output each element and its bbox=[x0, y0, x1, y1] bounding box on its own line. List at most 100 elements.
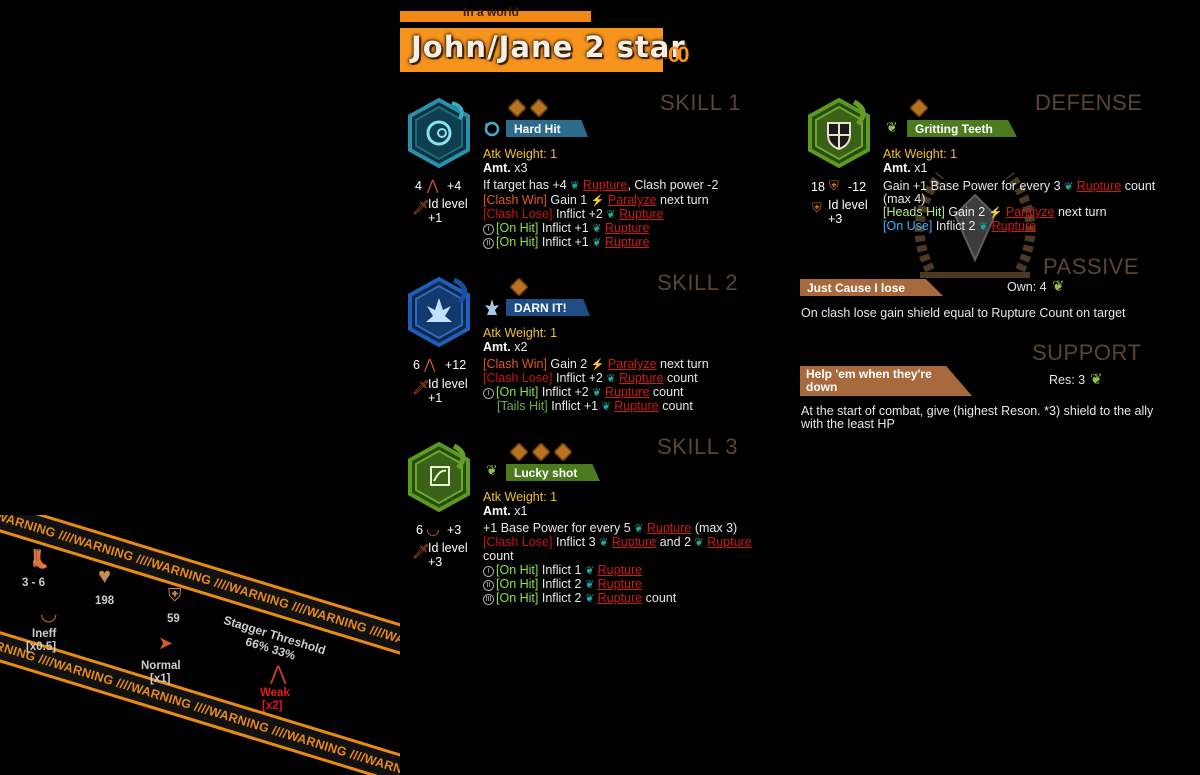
rupture-link[interactable]: Rupture bbox=[707, 535, 752, 549]
section-passive: PASSIVE bbox=[1043, 254, 1140, 279]
defense-icon[interactable] bbox=[804, 97, 874, 169]
skill2-base: 6 bbox=[413, 358, 420, 372]
amt-label: Amt. bbox=[883, 161, 911, 175]
sloth-affinity-icon: ❦ bbox=[1090, 371, 1103, 388]
slash-icon: ◡ bbox=[426, 521, 440, 538]
sword-icon: 🗡 bbox=[412, 543, 430, 559]
skill1-line2: [Clash Win] Gain 1 ⚡ Paralyze next turn bbox=[483, 193, 709, 208]
passive-name[interactable]: Just Cause I lose bbox=[800, 279, 943, 296]
text: +1 Base Power for every 5 bbox=[483, 521, 631, 535]
support-req: Res: 3 bbox=[1049, 373, 1086, 387]
rupture-link[interactable]: Rupture bbox=[582, 178, 628, 192]
amt-label: Amt. bbox=[483, 504, 511, 518]
sword-icon: 🗡 bbox=[412, 199, 430, 215]
warning-panel: WARNING ////WARNING ////WARNING ////WARN… bbox=[0, 515, 400, 775]
id-level-label: Id level bbox=[428, 541, 468, 555]
text: Inflict +1 bbox=[551, 399, 599, 413]
sloth-affinity-icon: ❦ bbox=[486, 462, 498, 478]
paralyze-link[interactable]: Paralyze bbox=[607, 357, 657, 371]
text: Gain 1 bbox=[550, 193, 588, 207]
rupture-link[interactable]: Rupture bbox=[597, 591, 643, 605]
coin-icon bbox=[507, 98, 527, 118]
rupture-icon: ❦ bbox=[606, 209, 616, 221]
defense-amt: Amt. x1 bbox=[883, 161, 927, 175]
section-skill1: SKILL 1 bbox=[660, 90, 741, 115]
skill2-line4: [Tails Hit] Inflict +1 ❦ Rupture count bbox=[497, 399, 693, 414]
skill1-line4: I[On Hit] Inflict +1 ❦ Rupture bbox=[483, 221, 649, 236]
skill2-name[interactable]: DARN IT! bbox=[506, 299, 590, 316]
rupture-link[interactable]: Rupture bbox=[597, 577, 643, 591]
skill2-coins bbox=[509, 277, 530, 297]
text: count bbox=[662, 399, 693, 413]
rupture-link[interactable]: Rupture bbox=[604, 385, 650, 399]
text: If target has +4 bbox=[483, 178, 567, 192]
text: Inflict +2 bbox=[555, 371, 603, 385]
skill3-atk-weight: Atk Weight: 1 bbox=[483, 490, 558, 504]
tails-hit-tag: [Tails Hit] bbox=[497, 399, 548, 413]
gloom-affinity-icon bbox=[485, 299, 499, 315]
guard-icon: ⛨ bbox=[812, 200, 822, 215]
coin-number-icon: II bbox=[483, 238, 494, 249]
rupture-link[interactable]: Rupture bbox=[646, 521, 692, 535]
text: count bbox=[667, 371, 698, 385]
clash-lose-tag: [Clash Lose] bbox=[483, 207, 553, 221]
on-hit-tag: [On Hit] bbox=[496, 591, 539, 605]
on-hit-tag: [On Hit] bbox=[496, 221, 539, 235]
laurel-emblem bbox=[914, 171, 1036, 278]
coin-number-icon: I bbox=[483, 224, 494, 235]
support-name-bar[interactable]: Help 'em when they're down bbox=[800, 366, 972, 396]
clash-lose-tag: [Clash Lose] bbox=[483, 371, 553, 385]
skill1-name[interactable]: Hard Hit bbox=[506, 120, 588, 137]
coin-icon bbox=[509, 442, 529, 462]
text: Gain 2 bbox=[550, 357, 588, 371]
blunt-res-label: Weak bbox=[260, 687, 290, 699]
passive-desc: On clash lose gain shield equal to Ruptu… bbox=[801, 306, 1126, 320]
rupture-link[interactable]: Rupture bbox=[614, 399, 659, 413]
amt-label: Amt. bbox=[483, 161, 511, 175]
amt-value: x1 bbox=[514, 504, 528, 518]
skill1-amt: Amt. x3 bbox=[483, 161, 527, 175]
defense-atk-weight: Atk Weight: 1 bbox=[883, 147, 958, 161]
rupture-link[interactable]: Rupture bbox=[991, 219, 1037, 233]
skill1-icon[interactable] bbox=[404, 97, 474, 169]
text: Inflict +2 bbox=[555, 207, 603, 221]
rupture-link[interactable]: Rupture bbox=[1076, 179, 1122, 193]
skill3-name[interactable]: Lucky shot bbox=[506, 464, 600, 481]
support-desc-line2: with the least HP bbox=[801, 417, 895, 431]
support-name-line2: down bbox=[806, 380, 838, 394]
section-defense: DEFENSE bbox=[1035, 90, 1143, 115]
defense-coins bbox=[909, 98, 930, 118]
skill2-coin-power: +12 bbox=[445, 358, 467, 372]
amt-value: x1 bbox=[914, 161, 928, 175]
blunt-icon: ⋀ bbox=[424, 356, 436, 372]
coin-number-icon: I bbox=[483, 388, 494, 399]
defense-name[interactable]: Gritting Teeth bbox=[907, 120, 1017, 137]
text: Inflict 1 bbox=[541, 563, 582, 577]
rupture-icon: ❦ bbox=[584, 565, 595, 577]
rupture-link[interactable]: Rupture bbox=[604, 221, 650, 235]
rupture-link[interactable]: Rupture bbox=[619, 371, 664, 385]
skill2-icon[interactable] bbox=[404, 276, 474, 348]
speed-value: 3 - 6 bbox=[22, 577, 46, 589]
hp-heart-icon: ♥ bbox=[98, 563, 112, 588]
id-level-value: +1 bbox=[428, 211, 443, 225]
rupture-link[interactable]: Rupture bbox=[597, 563, 643, 577]
clash-win-tag: [Clash Win] bbox=[483, 357, 547, 371]
rupture-link[interactable]: Rupture bbox=[619, 207, 664, 221]
sloth-affinity-icon: ❦ bbox=[1052, 278, 1065, 295]
paralyze-link[interactable]: Paralyze bbox=[607, 193, 657, 207]
page-title: John/Jane 2 star bbox=[411, 30, 686, 64]
paralyze-link[interactable]: Paralyze bbox=[1005, 205, 1055, 219]
coin-icon bbox=[529, 98, 549, 118]
speed-icon: 👢 bbox=[28, 549, 51, 569]
skill3-icon[interactable] bbox=[404, 441, 474, 513]
paralyze-icon: ⚡ bbox=[590, 195, 605, 207]
rupture-link[interactable]: Rupture bbox=[604, 235, 650, 249]
rupture-icon: ❦ bbox=[978, 221, 989, 233]
skill1-coins bbox=[507, 98, 550, 118]
skill3-line3: I[On Hit] Inflict 1 ❦ Rupture bbox=[483, 563, 642, 578]
text: Inflict 2 bbox=[541, 591, 582, 605]
section-skill2: SKILL 2 bbox=[657, 270, 738, 295]
rupture-link[interactable]: Rupture bbox=[611, 535, 657, 549]
coin-icon bbox=[531, 442, 551, 462]
